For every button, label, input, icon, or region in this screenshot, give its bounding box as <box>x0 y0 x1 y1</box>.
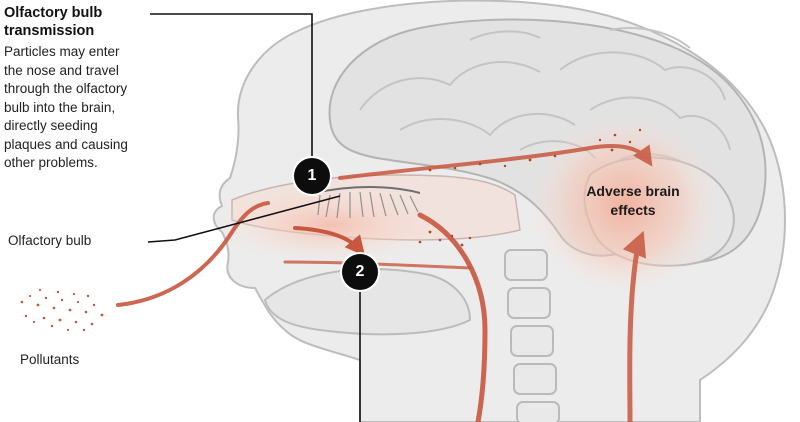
callout-body-line: directly seeding <box>4 118 98 133</box>
brain-effects-line: effects <box>610 202 656 218</box>
pollutant-particles <box>20 288 104 332</box>
callout-body-line: the nose and travel <box>4 62 119 78</box>
callout-title-line: Olfactory bulb <box>4 5 103 21</box>
brain-effects-glow <box>530 115 720 295</box>
pathway-particles <box>418 128 642 247</box>
callout-title-line: transmission <box>4 23 95 39</box>
callout-leader-line <box>150 13 313 160</box>
brain-effects-line: Adverse brain <box>586 183 680 199</box>
callout-body-line: bulb into the brain, <box>4 99 116 115</box>
step-two-marker: 2 <box>342 254 378 290</box>
olfactory-bulb-leader-line <box>147 195 341 243</box>
pollutants-label: Pollutants <box>20 352 80 367</box>
callout-body-line: plaques and causing <box>4 136 128 152</box>
callout-title: Olfactory bulb transmission <box>4 4 224 40</box>
step-one-marker: 1 <box>294 158 330 194</box>
olfactory-fibers <box>314 186 421 219</box>
callout-body-line: Particles may enter <box>4 44 120 59</box>
callout-body-line: through the olfactory <box>4 81 128 96</box>
nose-glow <box>210 185 450 265</box>
adverse-brain-effects-label: Adverse brain effects <box>570 182 696 220</box>
callout-body-line: other problems. <box>4 155 98 170</box>
olfactory-bulb-label: Olfactory bulb <box>8 233 92 248</box>
vertebrae <box>504 249 560 422</box>
callout-description: Particles may enter the nose and travel … <box>4 43 204 173</box>
leader-lines <box>147 13 361 422</box>
